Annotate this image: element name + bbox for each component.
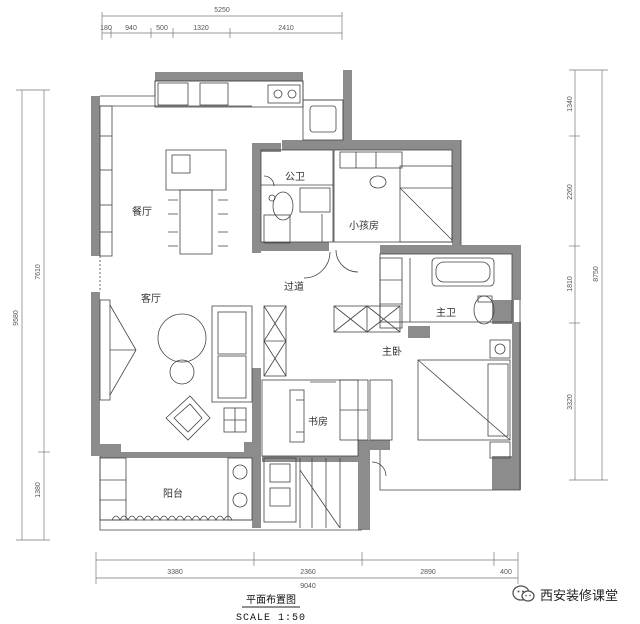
dim-right-seg: 1340 bbox=[567, 96, 574, 112]
plan-scale: SCALE 1:50 bbox=[236, 613, 306, 624]
dim-top-total: 5250 bbox=[214, 7, 230, 14]
room-label-corridor: 过道 bbox=[284, 280, 304, 293]
room-label-study: 书房 bbox=[308, 415, 328, 428]
dim-bottom-seg: 2890 bbox=[420, 569, 436, 576]
watermark-text: 西安装修课堂 bbox=[539, 588, 618, 604]
dim-right-seg: 2260 bbox=[567, 184, 574, 200]
dim-left-seg: 7610 bbox=[35, 264, 42, 280]
dim-right-total: 8750 bbox=[593, 266, 600, 282]
dim-right-seg: 3320 bbox=[567, 394, 574, 410]
room-label-balcony: 阳台 bbox=[163, 487, 183, 500]
dim-right-seg: 1810 bbox=[567, 276, 574, 292]
wechat-icon bbox=[512, 585, 535, 602]
plan-title: 平面布置图 bbox=[246, 594, 296, 606]
dim-top-seg: 180 bbox=[100, 25, 112, 32]
room-label-living: 客厅 bbox=[141, 292, 161, 305]
dim-bottom-seg: 3380 bbox=[167, 569, 183, 576]
room-label-kids-room: 小孩房 bbox=[349, 219, 379, 232]
dim-top-seg: 500 bbox=[156, 25, 168, 32]
dim-bottom-seg: 2360 bbox=[300, 569, 316, 576]
dim-top-seg: 940 bbox=[125, 25, 137, 32]
dim-left-seg: 1380 bbox=[35, 482, 42, 498]
room-label-master-bath: 主卫 bbox=[436, 307, 456, 319]
watermark: 西安装修课堂 bbox=[512, 584, 618, 604]
dim-top-seg: 1320 bbox=[193, 25, 209, 32]
room-label-dining: 餐厅 bbox=[132, 205, 152, 218]
room-label-master-bedroom: 主卧 bbox=[382, 345, 402, 358]
dim-left-total: 9580 bbox=[13, 310, 20, 326]
dim-top-seg: 2410 bbox=[278, 25, 294, 32]
dim-bottom-total: 9040 bbox=[300, 583, 316, 590]
dim-bottom-seg: 400 bbox=[500, 569, 512, 576]
room-label-public-bath: 公卫 bbox=[285, 172, 305, 183]
